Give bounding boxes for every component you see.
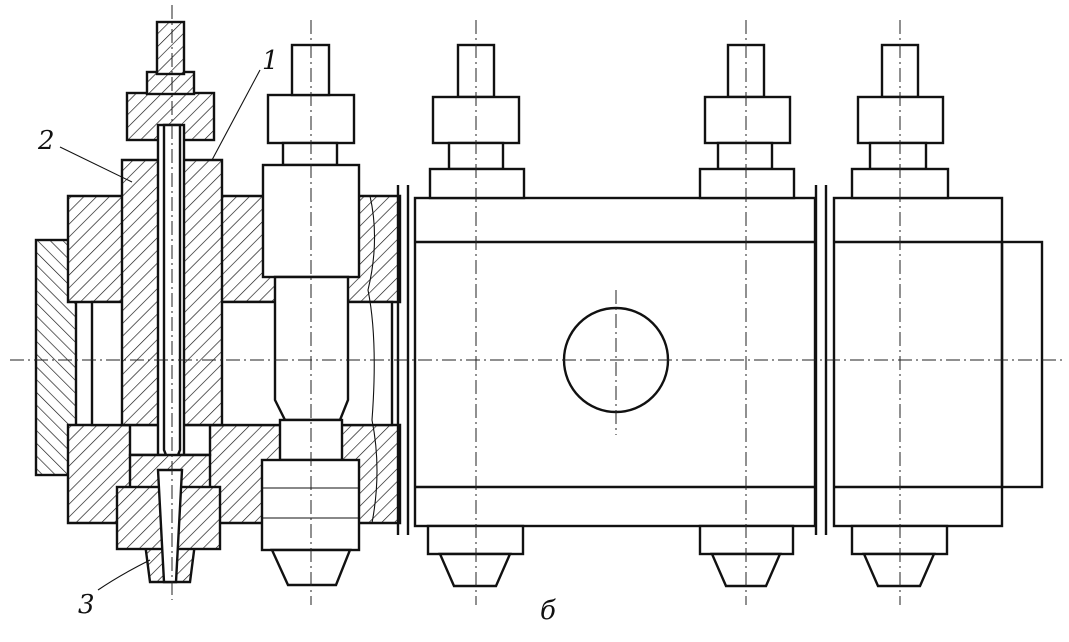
part-label-1: 1: [262, 46, 279, 76]
center-lines: [10, 5, 1065, 605]
bolt-neck: [281, 141, 339, 167]
leader-lines: [59, 69, 261, 591]
bolt-bottom-2: [698, 524, 795, 588]
top-nut-collar: [145, 70, 196, 96]
part-label-3: 3: [78, 590, 95, 620]
tip-channel: [156, 468, 184, 584]
section-view: [34, 20, 402, 587]
elevation-view: [396, 43, 1044, 588]
main-plate: [413, 196, 817, 528]
bolt-top-2: [698, 43, 796, 200]
part-label-2: 2: [38, 126, 55, 156]
stem: [155, 20, 186, 76]
view-label-b: б: [540, 596, 556, 626]
bolt-top-1: [428, 43, 526, 200]
